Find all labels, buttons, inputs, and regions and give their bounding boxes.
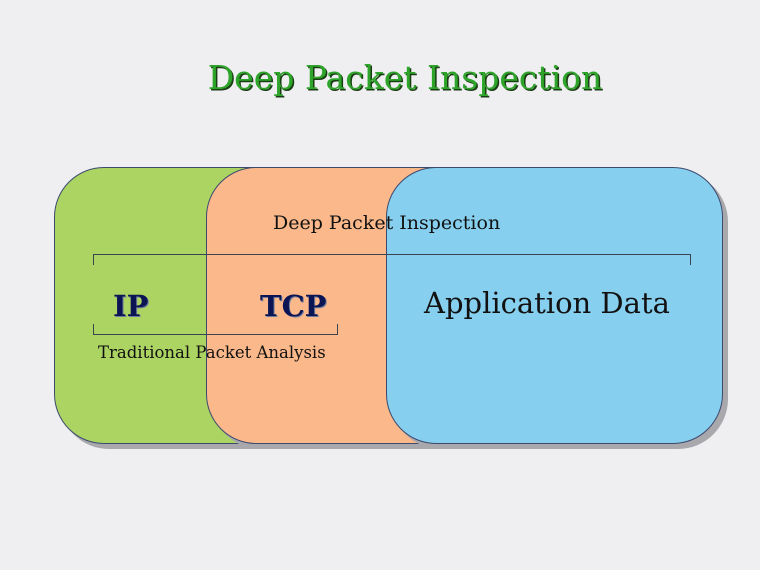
traditional-packet-analysis-label: Traditional Packet Analysis [98,343,326,362]
application-data-label: Application Data [424,286,670,320]
tcp-label: TCP [260,289,327,323]
deep-packet-inspection-bracket [93,254,691,265]
application-data-layer-box [386,167,723,444]
ip-label: IP [113,289,149,323]
deep-packet-inspection-label: Deep Packet Inspection [273,212,501,234]
traditional-packet-analysis-bracket [93,324,338,335]
page-title: Deep Packet Inspection [207,58,603,97]
